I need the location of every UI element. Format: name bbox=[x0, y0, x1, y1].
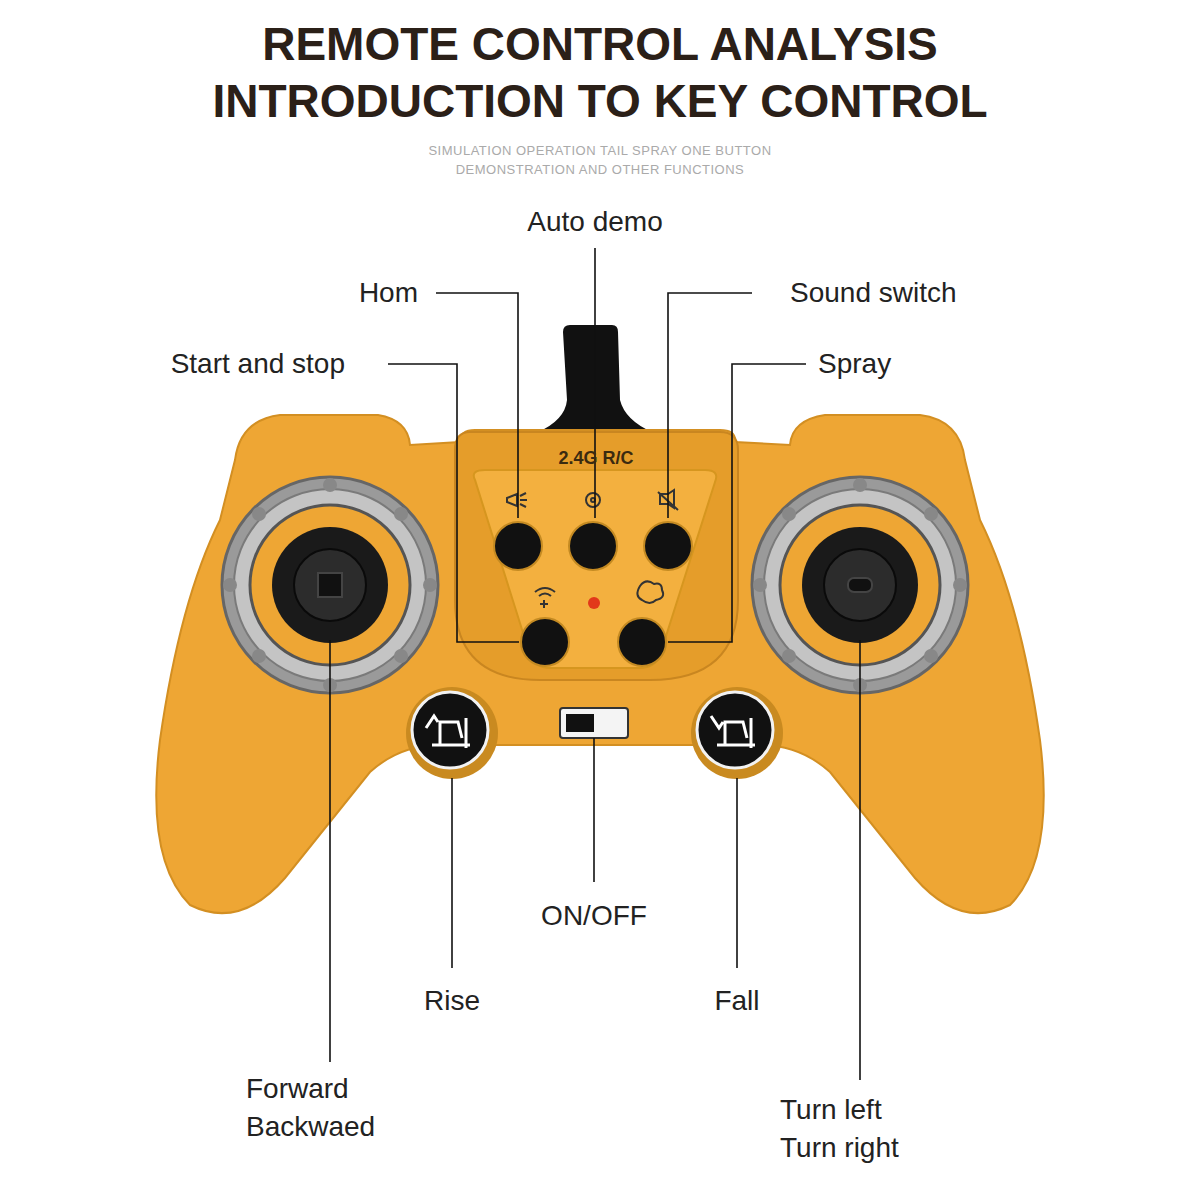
leader-lines-part bbox=[736, 778, 738, 968]
right-joystick-part bbox=[853, 478, 867, 492]
leader-lines-part bbox=[668, 293, 752, 518]
power-switch bbox=[560, 708, 628, 738]
left-joystick-part bbox=[423, 578, 437, 592]
function-buttons-part bbox=[494, 522, 542, 570]
right-joystick-part bbox=[753, 578, 767, 592]
leader-lines-part bbox=[859, 640, 861, 1080]
callout-label: Spray bbox=[818, 345, 891, 383]
function-icons-part bbox=[586, 493, 600, 507]
callout-label: Sound switch bbox=[790, 274, 957, 312]
leader-lines-part bbox=[451, 778, 453, 968]
power-switch-part bbox=[566, 714, 594, 732]
leader-lines-part bbox=[594, 248, 596, 518]
leader-lines-part bbox=[388, 364, 519, 642]
left-joystick-part bbox=[294, 549, 366, 621]
right-joystick-part bbox=[782, 649, 796, 663]
leader-lines bbox=[330, 248, 860, 1080]
rise-fall-buttons-part bbox=[406, 687, 498, 779]
callout-label: Rise bbox=[424, 982, 480, 1020]
function-icons-part bbox=[637, 581, 663, 603]
right-joystick-part bbox=[782, 507, 796, 521]
left-joystick-part bbox=[318, 573, 342, 597]
leader-lines-part bbox=[668, 364, 806, 642]
controller-body-part bbox=[156, 415, 1044, 913]
function-icons-part bbox=[535, 588, 555, 608]
right-joystick-part bbox=[924, 507, 938, 521]
right-joystick-part bbox=[824, 549, 896, 621]
controller-body bbox=[156, 415, 1044, 913]
rise-fall-buttons-part bbox=[711, 716, 755, 748]
leader-lines-part bbox=[593, 738, 595, 882]
rise-fall-buttons-part bbox=[426, 716, 470, 748]
leader-lines-part bbox=[436, 293, 518, 518]
function-buttons-part bbox=[521, 618, 569, 666]
left-joystick-part bbox=[272, 527, 388, 643]
rise-fall-buttons-part bbox=[691, 687, 783, 779]
right-joystick-part bbox=[953, 578, 967, 592]
device-marking: 2.4G R/C bbox=[558, 446, 633, 470]
left-joystick-part bbox=[252, 507, 266, 521]
callout-label: ON/OFF bbox=[541, 897, 647, 935]
leader-lines-part bbox=[329, 640, 331, 1062]
left-joystick-part bbox=[394, 507, 408, 521]
callout-label: Start and stop bbox=[171, 345, 345, 383]
function-buttons-part bbox=[618, 618, 666, 666]
callout-label: Hom bbox=[359, 274, 418, 312]
left-joystick-part bbox=[394, 649, 408, 663]
function-buttons-part bbox=[569, 522, 617, 570]
callout-label: Fall bbox=[714, 982, 759, 1020]
left-joystick-part bbox=[323, 478, 337, 492]
callout-label: Forward Backwaed bbox=[246, 1070, 406, 1146]
left-joystick-part bbox=[223, 578, 237, 592]
callout-label: Turn left Turn right bbox=[780, 1091, 930, 1167]
callout-label: Auto demo bbox=[527, 203, 662, 241]
power-switch-part bbox=[560, 708, 628, 738]
right-joystick-part bbox=[848, 578, 872, 592]
rise-fall-buttons-part bbox=[412, 692, 488, 768]
function-icons-part bbox=[507, 493, 527, 507]
right-joystick-part bbox=[802, 527, 918, 643]
function-buttons bbox=[494, 522, 692, 666]
rise-fall-buttons-part bbox=[697, 692, 773, 768]
right-joystick-part bbox=[924, 649, 938, 663]
function-buttons-part bbox=[644, 522, 692, 570]
title: REMOTE CONTROL ANALYSIS INTRODUCTION TO … bbox=[130, 16, 1070, 130]
subtitle: SIMULATION OPERATION TAIL SPRAY ONE BUTT… bbox=[385, 141, 815, 179]
function-buttons-part bbox=[588, 597, 600, 609]
left-joystick-part bbox=[252, 649, 266, 663]
